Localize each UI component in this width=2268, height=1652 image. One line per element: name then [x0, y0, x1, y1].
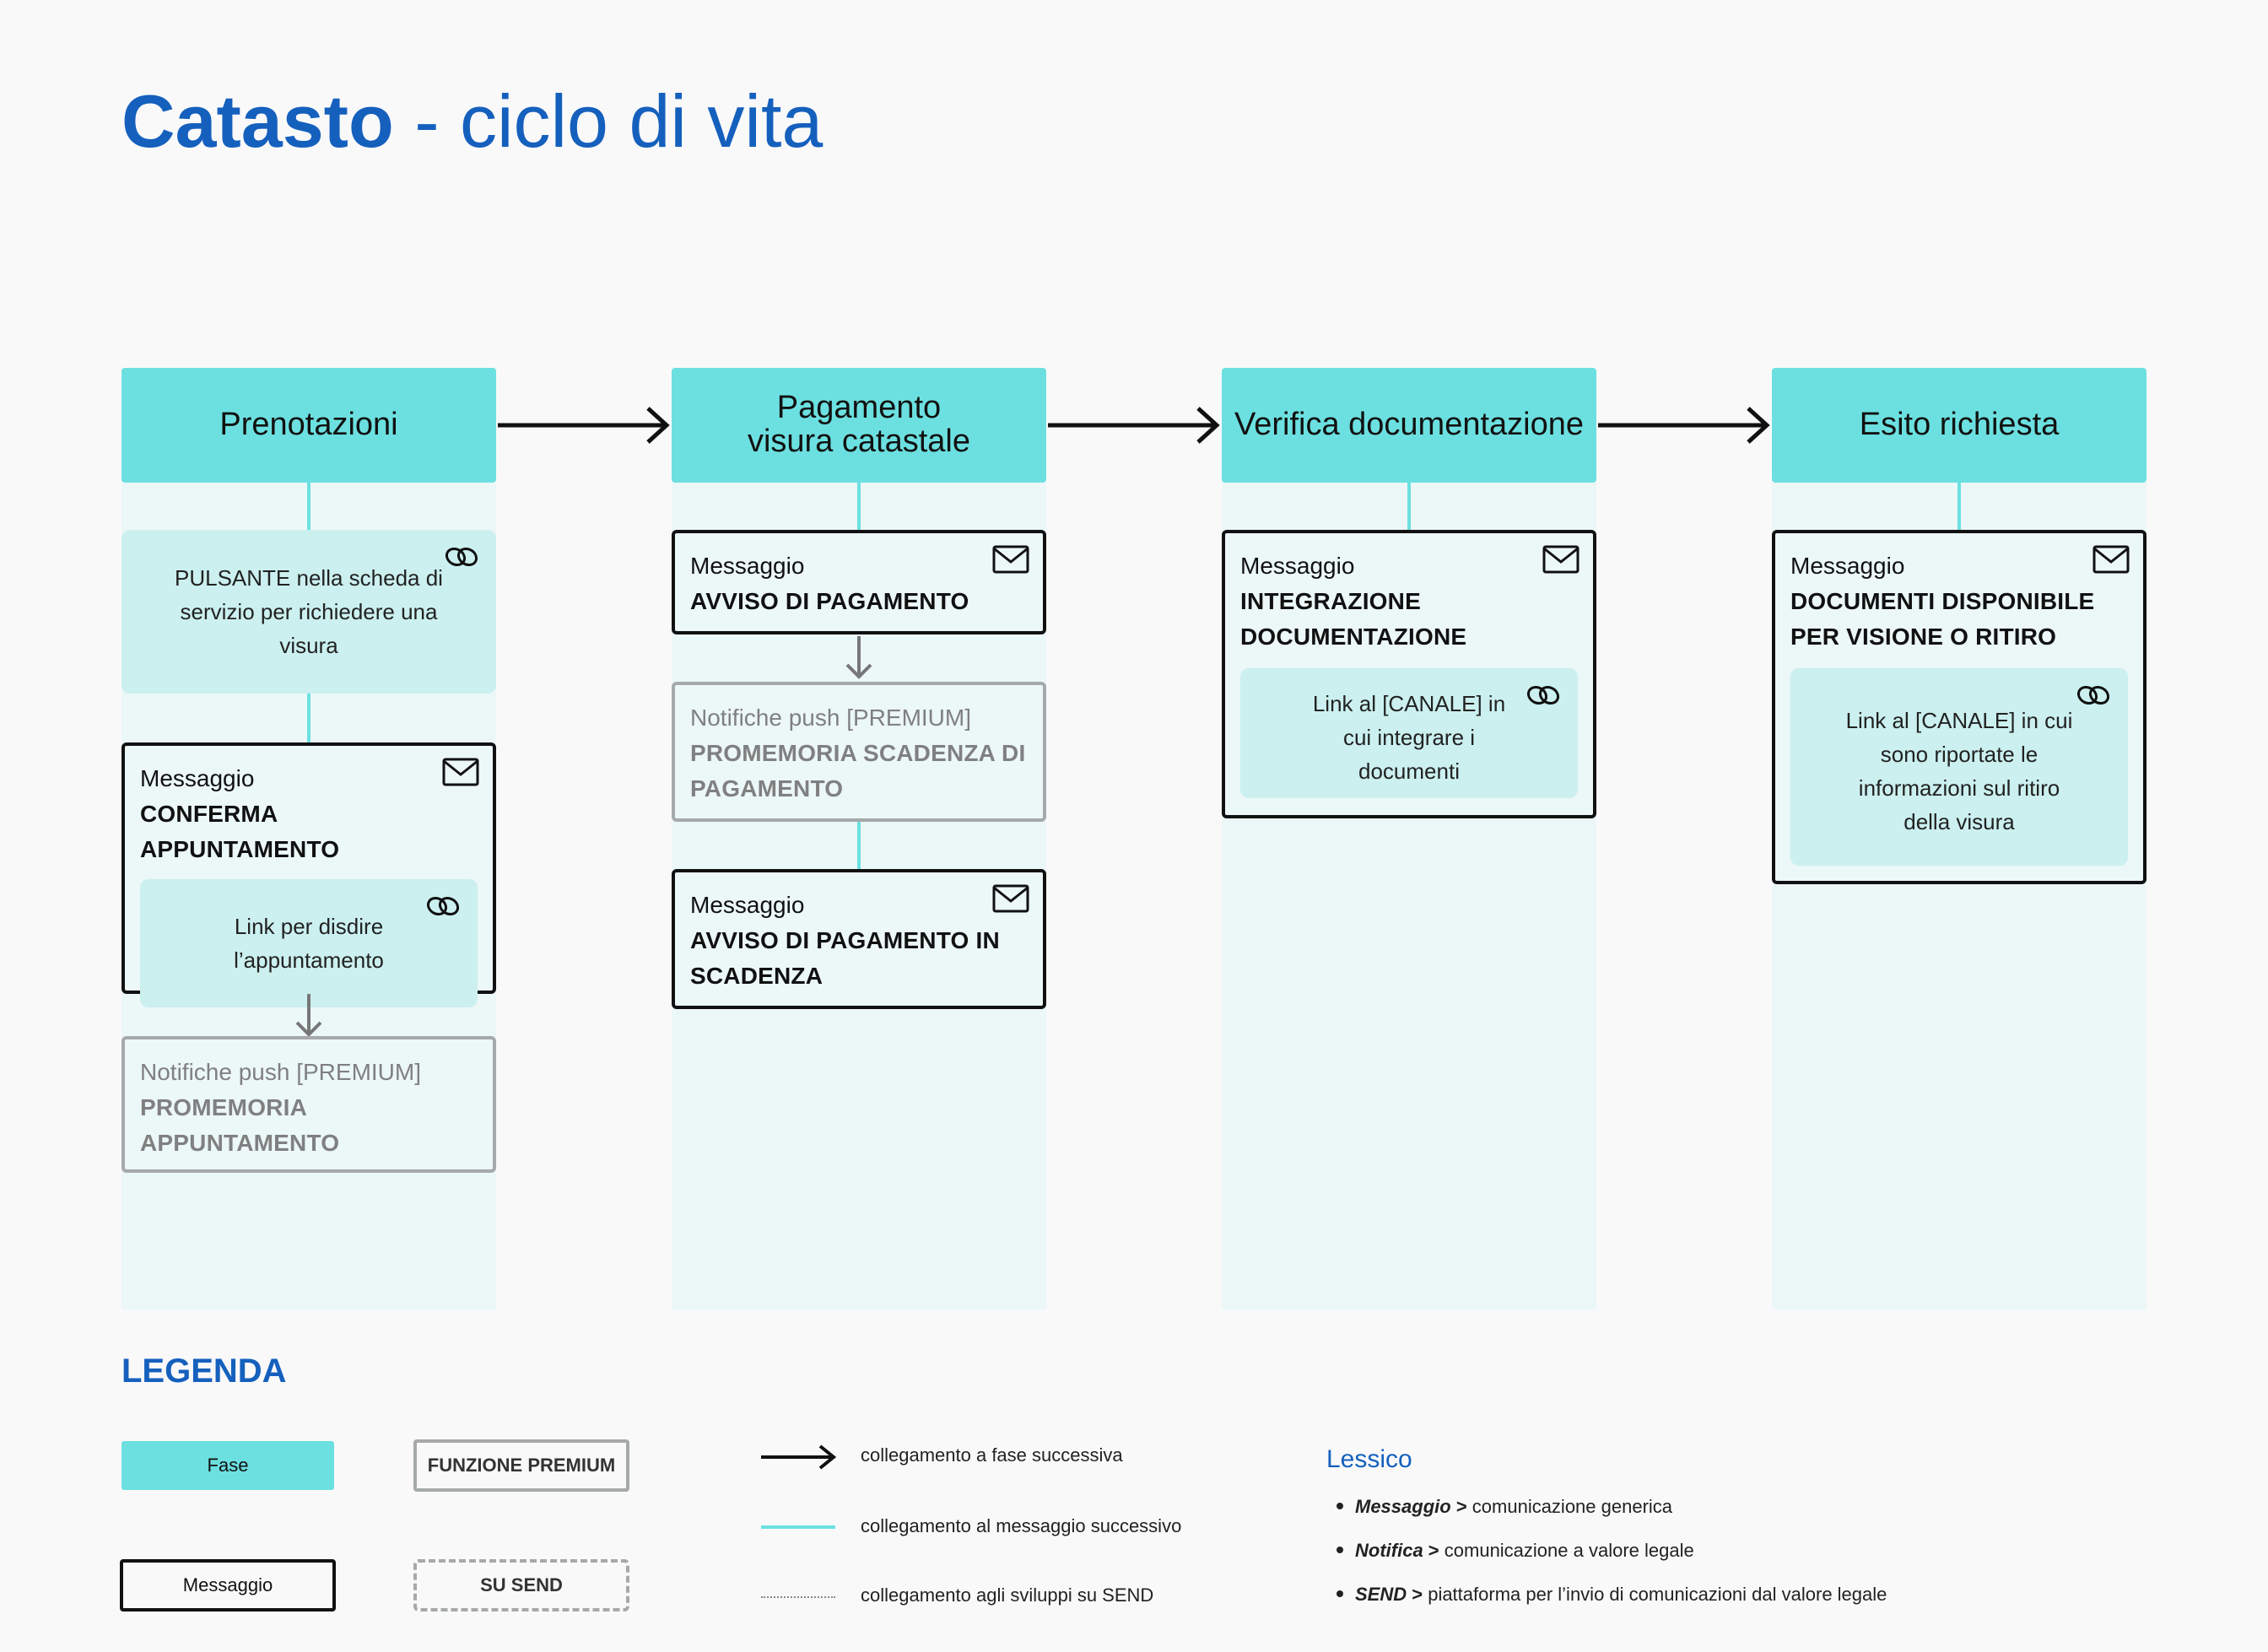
legend-messaggio: Messaggio [120, 1559, 336, 1612]
service-button-box: PULSANTE nella scheda di servizio per ri… [122, 530, 496, 694]
link-icon [2076, 685, 2110, 705]
message-card-conferma: Messaggio CONFERMA APPUNTAMENTO Link per… [122, 742, 496, 1007]
mail-icon [2092, 545, 2130, 574]
push-card-promemoria-appuntamento: Notifiche push [PREMIUM] PROMEMORIA APPU… [122, 1036, 496, 1173]
message-label: Messaggio [140, 765, 255, 791]
push-label: Notifiche push [PREMIUM] [140, 1059, 421, 1085]
lessico-item: Messaggio > comunicazione generica [1336, 1495, 1887, 1539]
legend-title: LEGENDA [122, 1352, 287, 1390]
message-name: AVVISO DI PAGAMENTO [690, 588, 969, 614]
message-card-avviso-scadenza: Messaggio AVVISO DI PAGAMENTO IN SCADENZ… [672, 869, 1046, 1009]
message-label: Messaggio [690, 892, 805, 918]
phase-prenotazioni: Prenotazioni [122, 368, 496, 483]
message-name: INTEGRAZIONE DOCUMENTAZIONE [1240, 588, 1467, 650]
phase-pagamento: Pagamento visura catastale [672, 368, 1046, 483]
link-box-disdire: Link per disdire l’appuntamento [140, 879, 478, 1007]
message-name: DOCUMENTI DISPONIBILE PER VISIONE O RITI… [1790, 588, 2095, 650]
push-name: PROMEMORIA APPUNTAMENTO [140, 1094, 340, 1156]
phase-arrow-2 [1048, 407, 1220, 444]
legend-line-text: collegamento al messaggio successivo [861, 1515, 1182, 1536]
down-arrow [295, 994, 322, 1037]
lessico-list: Messaggio > comunicazione generica Notif… [1336, 1495, 1887, 1627]
legend-arrow-text: collegamento a fase successiva [861, 1444, 1123, 1466]
link-text[interactable]: Link per disdire l’appuntamento [234, 914, 384, 973]
message-name: AVVISO DI PAGAMENTO IN SCADENZA [690, 927, 1000, 989]
link-box-integrare: Link al [CANALE] in cui integrare i docu… [1240, 668, 1578, 798]
connector-line [857, 483, 861, 530]
connector-line [1958, 483, 1961, 530]
connector-line [857, 822, 861, 869]
link-icon [1526, 685, 1560, 705]
link-text[interactable]: Link al [CANALE] in cui sono riportate l… [1845, 708, 2073, 834]
lessico-item: SEND > piattaforma per l’invio di comuni… [1336, 1583, 1887, 1627]
message-card-avviso-pagamento: Messaggio AVVISO DI PAGAMENTO [672, 530, 1046, 634]
connector-line [1407, 483, 1411, 530]
message-label: Messaggio [690, 553, 805, 579]
link-text[interactable]: Link al [CANALE] in cui integrare i docu… [1312, 691, 1506, 784]
push-card-promemoria-scadenza: Notifiche push [PREMIUM] PROMEMORIA SCAD… [672, 682, 1046, 822]
message-label: Messaggio [1790, 553, 1905, 579]
service-button-text: PULSANTE nella scheda di servizio per ri… [175, 565, 443, 658]
push-name: PROMEMORIA SCADENZA DI PAGAMENTO [690, 740, 1026, 802]
push-label: Notifiche push [PREMIUM] [690, 705, 971, 731]
legend-su-send: SU SEND [413, 1559, 629, 1612]
title-bold: Catasto [122, 79, 394, 163]
link-icon [426, 896, 460, 916]
legend-arrow-icon [761, 1444, 837, 1470]
legend-line-icon [761, 1525, 835, 1529]
title-rest: - ciclo di vita [393, 79, 824, 163]
message-label: Messaggio [1240, 553, 1355, 579]
lessico-title: Lessico [1326, 1445, 1412, 1473]
page-title: Catasto - ciclo di vita [122, 79, 824, 163]
legend-premium: FUNZIONE PREMIUM [413, 1439, 629, 1492]
down-arrow [845, 636, 872, 679]
message-card-documenti: Messaggio DOCUMENTI DISPONIBILE PER VISI… [1772, 530, 2146, 884]
phase-esito: Esito richiesta [1772, 368, 2146, 483]
mail-icon [992, 884, 1029, 913]
link-icon [445, 547, 478, 567]
mail-icon [1542, 545, 1580, 574]
message-card-integrazione: Messaggio INTEGRAZIONE DOCUMENTAZIONE Li… [1222, 530, 1596, 818]
legend-dotted-icon [761, 1596, 835, 1598]
link-box-ritiro: Link al [CANALE] in cui sono riportate l… [1790, 668, 2128, 866]
mail-icon [442, 758, 479, 786]
legend-fase: Fase [122, 1441, 334, 1490]
lessico-item: Notifica > comunicazione a valore legale [1336, 1539, 1887, 1583]
phase-arrow-1 [498, 407, 670, 444]
mail-icon [992, 545, 1029, 574]
message-name: CONFERMA APPUNTAMENTO [140, 801, 340, 862]
connector-line [307, 483, 310, 530]
legend-dotted-text: collegamento agli sviluppi su SEND [861, 1585, 1154, 1606]
phase-arrow-3 [1598, 407, 1770, 444]
phase-verifica: Verifica documentazione [1222, 368, 1596, 483]
connector-line [307, 694, 310, 742]
